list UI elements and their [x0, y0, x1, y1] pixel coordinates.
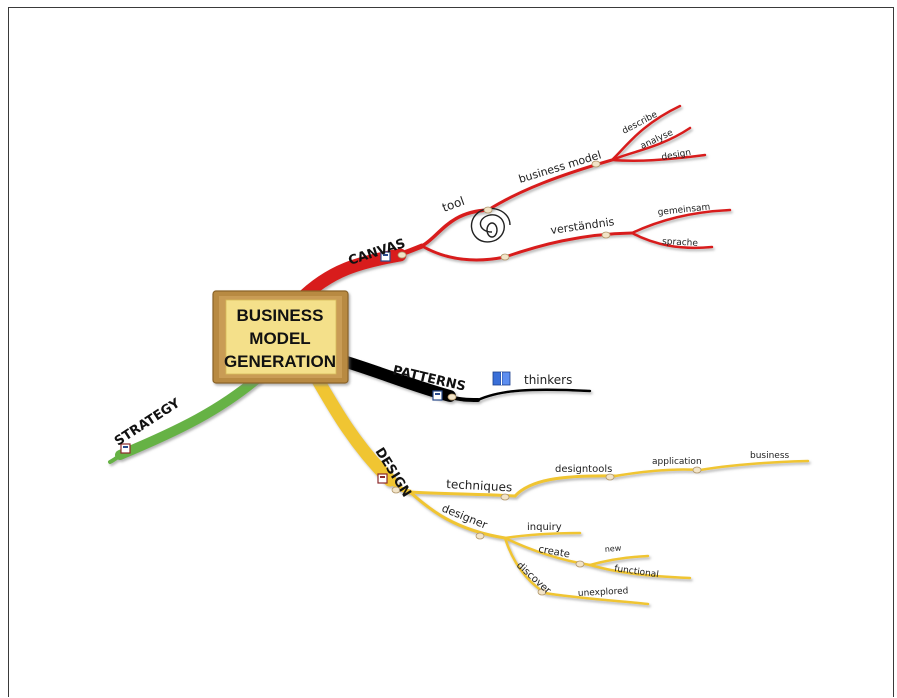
center-line-3: GENERATION — [224, 352, 336, 371]
strategy-branch[interactable] — [110, 378, 258, 462]
tool-branch — [422, 210, 488, 246]
application-branch — [615, 469, 700, 476]
thinkers-branch — [478, 390, 590, 400]
sprache-label[interactable]: sprache — [662, 237, 699, 249]
design-branch[interactable] — [315, 375, 808, 604]
discover-label[interactable]: discover — [514, 560, 553, 597]
central-topic[interactable]: BUSINESS MODEL GENERATION — [213, 291, 348, 383]
strategy-main-branch — [120, 378, 258, 455]
application-label[interactable]: application — [652, 457, 702, 467]
techniques-label[interactable]: techniques — [446, 477, 513, 494]
business-sub-branch — [700, 461, 808, 470]
unexplored-label[interactable]: unexplored — [578, 586, 629, 599]
inquiry-branch — [505, 533, 580, 538]
note-icon[interactable] — [433, 391, 442, 400]
business-sub-label[interactable]: business — [750, 451, 790, 461]
designtools-label[interactable]: designtools — [555, 464, 612, 475]
design-sub-label[interactable]: design — [661, 148, 692, 163]
book-icon[interactable] — [493, 372, 510, 385]
spiral-doodle-icon — [471, 208, 510, 242]
new-label[interactable]: new — [604, 544, 622, 554]
verstaendnis-branch — [422, 233, 632, 260]
center-line-1: BUSINESS — [237, 306, 324, 325]
designtools-branch — [515, 476, 615, 496]
tool-label[interactable]: tool — [440, 194, 466, 215]
thinkers-label[interactable]: thinkers — [524, 373, 572, 387]
functional-label[interactable]: functional — [614, 564, 660, 580]
center-line-2: MODEL — [249, 329, 310, 348]
inquiry-label[interactable]: inquiry — [527, 522, 562, 533]
